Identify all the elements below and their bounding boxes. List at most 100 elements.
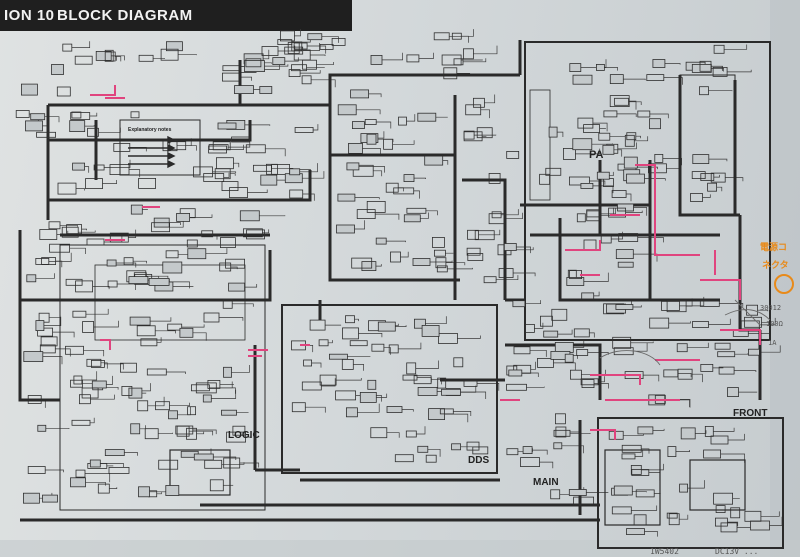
component-block	[635, 489, 655, 498]
component-block	[75, 280, 93, 293]
signal-line	[663, 77, 683, 85]
component-block	[222, 298, 233, 309]
component-block	[744, 510, 762, 522]
component-block	[666, 512, 678, 519]
signal-line	[679, 514, 689, 520]
signal-line	[158, 432, 173, 435]
signal-line	[133, 260, 147, 264]
component-block	[503, 243, 517, 251]
component-block	[244, 60, 265, 72]
component-block	[586, 209, 602, 222]
component-block	[36, 131, 56, 138]
component-block	[337, 193, 356, 202]
signal-line	[305, 345, 314, 353]
signal-line	[637, 237, 664, 243]
signal-line	[48, 252, 72, 262]
signal-line	[153, 57, 165, 59]
component-block	[364, 119, 377, 125]
component-block	[613, 485, 633, 496]
component-block	[443, 67, 458, 80]
component-block	[431, 236, 445, 248]
signal-line	[759, 345, 781, 353]
component-block	[187, 248, 207, 260]
signal-line	[631, 505, 658, 511]
signal-line	[139, 425, 146, 430]
component-block	[633, 514, 647, 526]
component-block	[583, 124, 600, 133]
component-block	[433, 249, 446, 257]
component-block	[130, 204, 143, 215]
pencil-note-bottom-2: DC13V ...	[715, 547, 758, 556]
component-block	[406, 207, 427, 214]
component-block	[624, 134, 635, 147]
component-block	[704, 425, 714, 437]
signal-line	[725, 177, 744, 182]
component-block	[543, 330, 559, 338]
component-block	[309, 319, 326, 331]
component-block	[566, 277, 585, 286]
component-block	[648, 163, 667, 174]
component-block	[208, 144, 229, 151]
component-block	[433, 32, 450, 41]
component-block	[615, 304, 634, 310]
component-block	[307, 33, 323, 41]
component-block	[71, 419, 91, 426]
component-block	[569, 176, 590, 186]
component-block	[413, 375, 432, 385]
component-block	[451, 443, 462, 451]
signal-line	[728, 433, 745, 441]
component-block	[586, 210, 601, 218]
section-number: ION 10	[4, 7, 55, 24]
component-block	[138, 54, 154, 62]
signal-line	[757, 309, 769, 312]
signal-line	[239, 76, 252, 81]
component-block	[583, 239, 597, 251]
component-block	[89, 459, 101, 468]
component-block	[234, 85, 254, 94]
component-block	[168, 410, 178, 420]
signal-line	[294, 29, 301, 37]
component-block	[667, 446, 677, 458]
signal-line	[634, 136, 649, 142]
signal-line	[516, 246, 531, 254]
signal-line	[247, 189, 268, 193]
signal-line	[181, 324, 205, 328]
signal-line	[727, 521, 739, 527]
signal-line	[711, 65, 723, 70]
component-block	[137, 400, 149, 412]
component-block	[104, 449, 125, 457]
component-block	[288, 69, 301, 77]
component-block	[467, 229, 479, 240]
signal-line	[473, 45, 498, 55]
component-block	[712, 67, 728, 77]
component-block	[573, 328, 590, 338]
component-block	[406, 54, 420, 63]
signal-line	[695, 430, 707, 434]
signal-line	[109, 487, 118, 489]
logic-block	[59, 244, 266, 511]
component-block	[66, 224, 82, 235]
component-block	[370, 427, 388, 439]
component-block	[225, 258, 246, 269]
component-block	[136, 325, 156, 337]
signal-line	[192, 332, 207, 341]
component-block	[576, 349, 589, 356]
component-block	[26, 274, 37, 283]
component-block	[393, 187, 415, 195]
signal-line	[205, 248, 228, 255]
component-block	[215, 157, 234, 170]
component-block	[435, 257, 447, 269]
signal-line	[244, 284, 258, 288]
signal-line	[623, 78, 646, 81]
component-block	[15, 110, 30, 118]
signal-line	[169, 402, 190, 407]
component-block	[598, 132, 611, 141]
signal-line	[265, 148, 286, 157]
signal-line	[445, 262, 466, 266]
component-block	[398, 116, 407, 126]
component-block	[293, 49, 311, 61]
component-block	[187, 406, 197, 416]
component-block	[259, 86, 273, 94]
component-block	[700, 363, 714, 372]
